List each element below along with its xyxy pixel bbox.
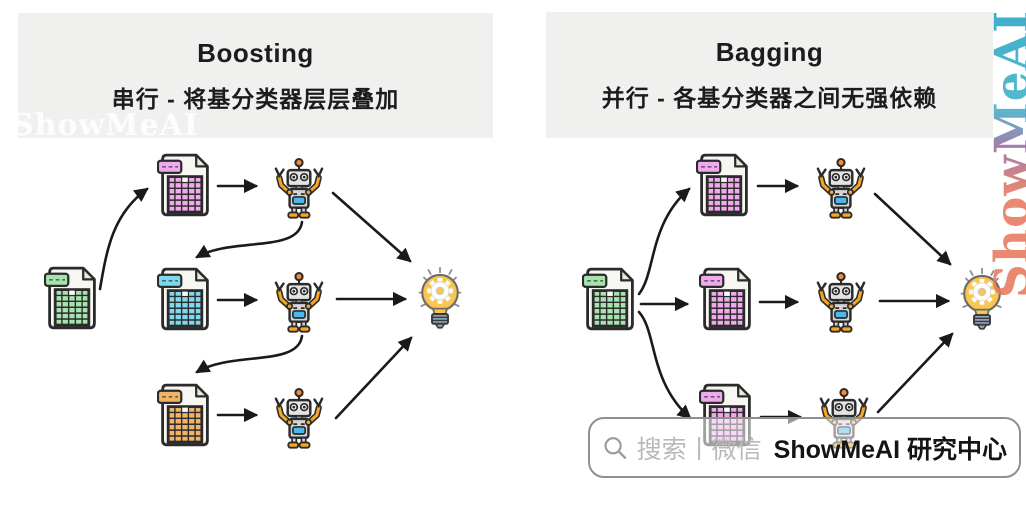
showmeai-brand-text: ShowMeAI 研究中心 (773, 435, 1007, 464)
spreadsheet-file-icon (157, 153, 209, 217)
arrow (195, 334, 304, 374)
lightbulb-gear-icon (420, 268, 461, 328)
wechat-search-bar[interactable]: 搜索丨微信 ShowMeAI 研究中心 (588, 417, 1021, 478)
arrow (637, 310, 692, 420)
robot-icon (276, 389, 322, 448)
bagging-title: Bagging (715, 37, 824, 67)
bagging-header: Bagging 并行 - 各基分类器之间无强依赖 (546, 12, 993, 138)
boosting-diagram (44, 153, 461, 448)
robot-icon (818, 273, 864, 332)
search-icon (604, 436, 627, 459)
arrow (98, 187, 149, 291)
arrow (876, 332, 954, 414)
bagging-subtitle: 并行 - 各基分类器之间无强依赖 (601, 85, 938, 111)
spreadsheet-file-icon (699, 267, 751, 331)
showmeai-vertical-watermark-text: ShowMeAI (985, 10, 1026, 298)
arrow (637, 187, 691, 296)
boosting-header: Boosting 串行 - 将基分类器层层叠加 (18, 13, 493, 138)
spreadsheet-file-icon (696, 153, 748, 217)
arrow (331, 191, 412, 263)
showmeai-corner-watermark: ShowMeAI (12, 108, 199, 143)
spreadsheet-file-icon (44, 266, 96, 330)
robot-icon (276, 159, 322, 218)
arrow (195, 220, 304, 259)
arrow (334, 336, 413, 420)
bagging-diagram (582, 153, 1003, 448)
robot-icon (276, 273, 322, 332)
arrow (873, 192, 952, 266)
boosting-title: Boosting (197, 37, 314, 68)
spreadsheet-file-icon (157, 267, 209, 331)
showmeai-vertical-watermark: ShowMeAI (985, 4, 1026, 304)
search-hint-text: 搜索丨微信 (636, 435, 762, 464)
robot-icon (818, 159, 864, 218)
boosting-subtitle: 串行 - 将基分类器层层叠加 (111, 85, 400, 112)
spreadsheet-file-icon (582, 267, 634, 331)
spreadsheet-file-icon (157, 383, 209, 447)
